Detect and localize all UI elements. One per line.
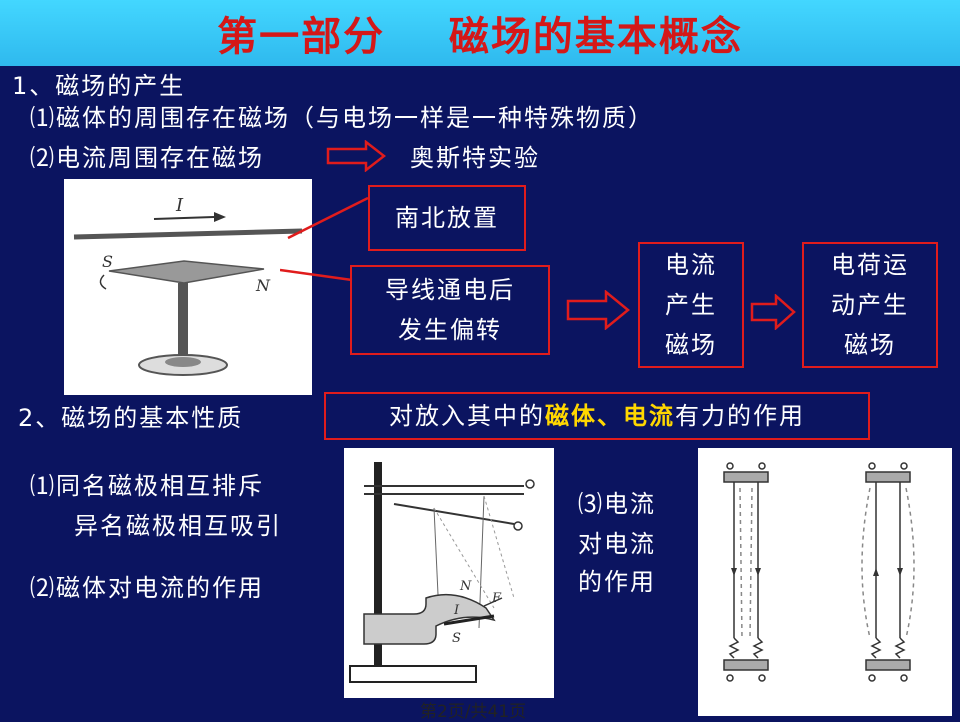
section2-item1-line1: ⑴同名磁极相互排斥 xyxy=(30,472,264,500)
placement-box: 南北放置 xyxy=(368,185,526,251)
south-pole-label: S xyxy=(102,252,113,271)
deflection-text-line1: 导线通电后 xyxy=(385,276,515,304)
section1-item1: ⑴磁体的周围存在磁场（与电场一样是一种特殊物质） xyxy=(30,104,654,132)
title-bar xyxy=(0,0,960,66)
current-field-box: 电流 产生 磁场 xyxy=(638,242,744,368)
section1-item2: ⑵电流周围存在磁场 xyxy=(30,144,264,172)
property-box: 对放入其中的磁体、电流有力的作用 xyxy=(324,392,870,440)
hollow-arrow-icon xyxy=(326,140,386,172)
hollow-arrow-icon xyxy=(750,294,796,330)
section2-item3-line1: ⑶电流 xyxy=(578,490,656,518)
property-prefix: 对放入其中的 xyxy=(389,402,545,430)
stand-f-label: F xyxy=(491,591,502,606)
current-i-label: I xyxy=(175,195,184,216)
placement-text: 南北放置 xyxy=(395,204,499,232)
property-suffix: 有力的作用 xyxy=(675,402,805,430)
hollow-arrow-icon xyxy=(566,290,630,330)
deflection-text-line2: 发生偏转 xyxy=(398,316,502,344)
charge-field-line1: 电荷运 xyxy=(831,251,909,279)
current-field-line1: 电流 xyxy=(665,251,717,279)
deflection-box: 导线通电后 发生偏转 xyxy=(350,265,550,355)
property-highlight-current: 电流 xyxy=(623,402,675,430)
north-pole-label: N xyxy=(255,276,271,295)
stand-s-label: S xyxy=(452,631,461,646)
experiment-label: 奥斯特实验 xyxy=(410,144,540,172)
page-title: 第一部分 磁场的基本概念 xyxy=(217,13,743,60)
section2-item3-line2: 对电流 xyxy=(578,530,656,558)
charge-field-line3: 磁场 xyxy=(844,331,896,359)
section2-item1-line2: 异名磁极相互吸引 xyxy=(74,512,282,540)
charge-field-line2: 动产生 xyxy=(831,291,909,319)
property-separator: 、 xyxy=(597,402,623,430)
current-field-line2: 产生 xyxy=(665,291,717,319)
section2-heading: 2、磁场的基本性质 xyxy=(18,404,244,432)
section2-item3-line3: 的作用 xyxy=(578,568,656,596)
parallel-currents-image xyxy=(698,448,952,716)
current-field-line3: 磁场 xyxy=(665,331,717,359)
charge-field-box: 电荷运 动产生 磁场 xyxy=(802,242,938,368)
oersted-experiment-image: I S N xyxy=(64,179,312,395)
section1-heading: 1、磁场的产生 xyxy=(12,72,186,100)
page-number: 第2页/共41页 xyxy=(420,702,527,722)
magnet-current-image: N I F S xyxy=(344,448,554,698)
property-highlight-magnet: 磁体 xyxy=(545,402,597,430)
stand-i-label: I xyxy=(453,603,460,618)
section2-item2: ⑵磁体对电流的作用 xyxy=(30,574,264,602)
stand-n-label: N xyxy=(459,579,472,594)
connector-lines xyxy=(280,196,369,282)
